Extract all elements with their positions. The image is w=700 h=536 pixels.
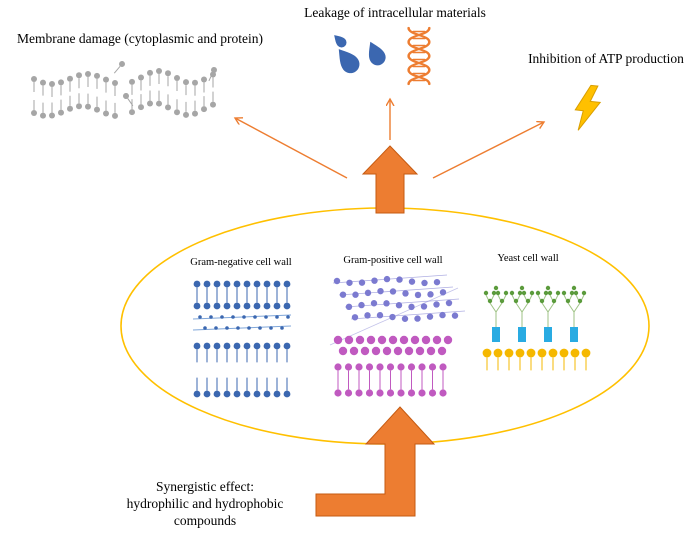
membrane-damage-label: Membrane damage (cytoplasmic and protein… (17, 31, 263, 46)
lightning-bolt-icon (574, 84, 602, 131)
yeast-label: Yeast cell wall (497, 253, 559, 264)
leakage-label: Leakage of intracellular materials (304, 5, 486, 20)
synergy-line3: compounds (173, 513, 237, 528)
effect-arrows (235, 99, 544, 179)
synergy-line1: Synergistic effect: (155, 479, 255, 494)
yeast-illustration (482, 285, 591, 371)
atp-label: Inhibition of ATP production (528, 51, 684, 66)
dna-icon (407, 26, 431, 86)
synergy-line2: hydrophilic and hydrophobic (126, 496, 284, 511)
gram-positive-illustration (329, 274, 466, 397)
cell-wall-ellipse (120, 207, 650, 445)
upward-block-arrow (361, 145, 419, 214)
synergy-elbow-arrow (315, 406, 436, 517)
gram-positive-label: Gram-positive cell wall (343, 255, 443, 266)
gram-negative-label: Gram-negative cell wall (190, 257, 292, 268)
droplets-icon (330, 31, 389, 77)
gram-negative-illustration (192, 280, 292, 398)
arrow-to-atp (432, 122, 544, 179)
synergy-label: Synergistic effect: hydrophilic and hydr… (100, 478, 310, 529)
arrow-to-membrane-damage (235, 118, 348, 179)
membrane-damage-illustration (31, 61, 217, 119)
